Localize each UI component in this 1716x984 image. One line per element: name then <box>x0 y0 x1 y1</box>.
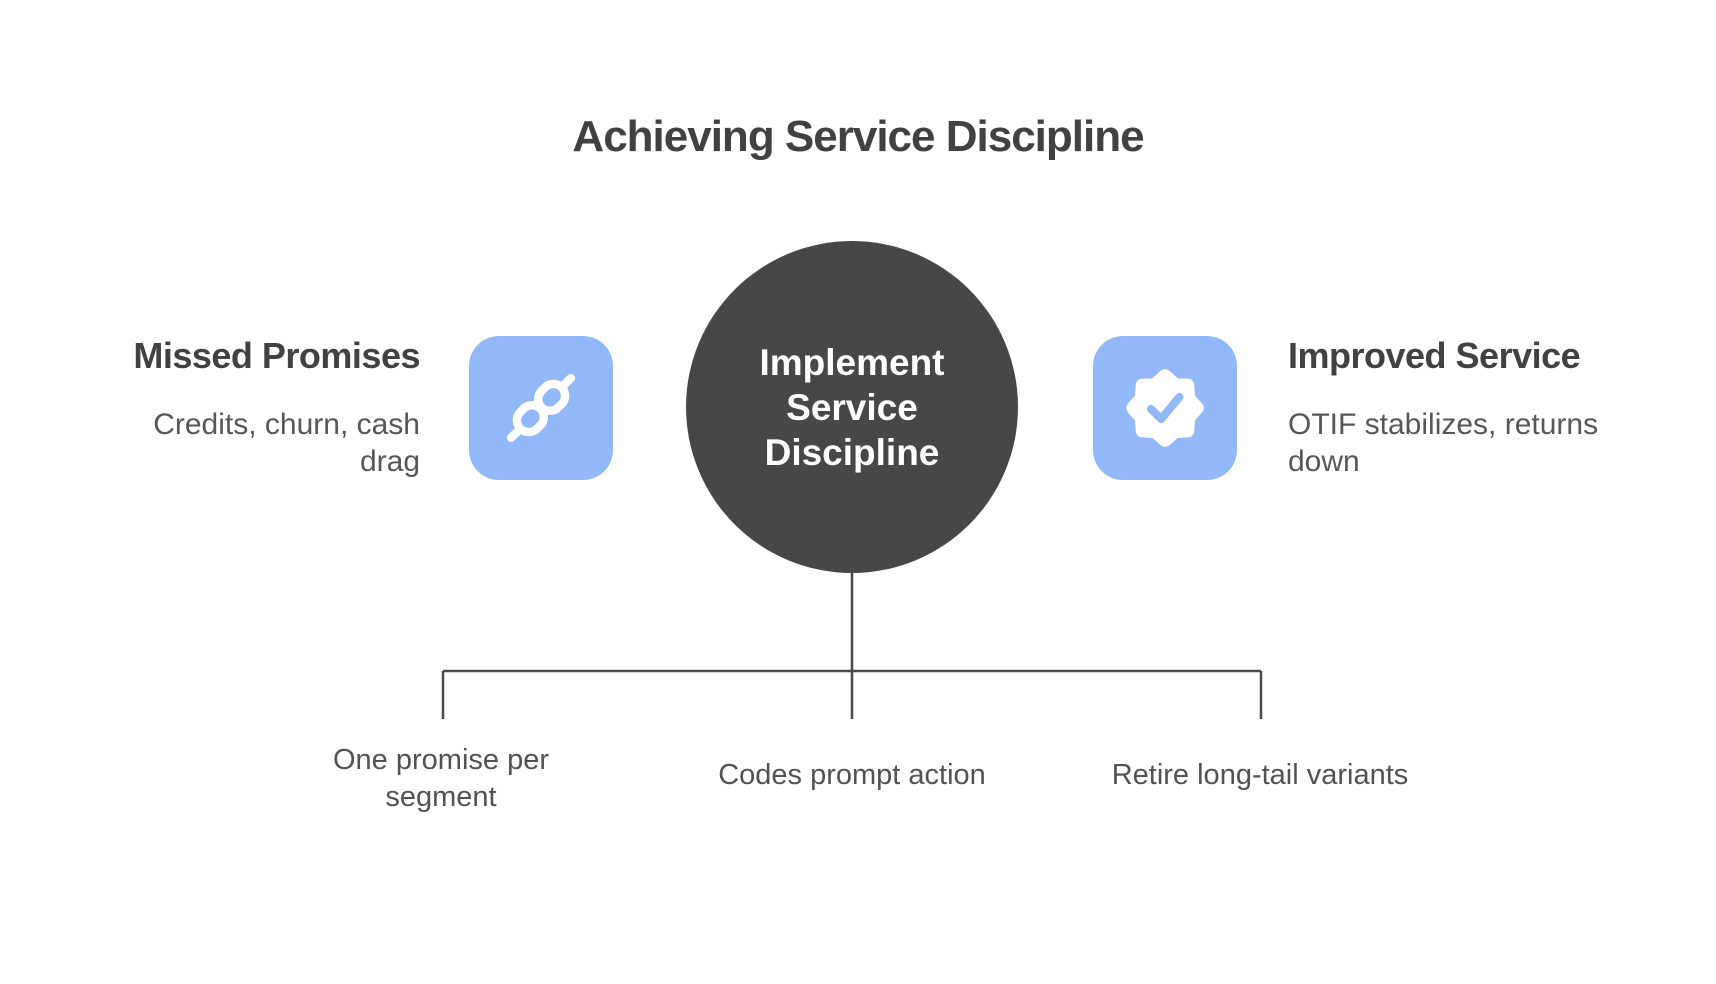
page-title: Achieving Service Discipline <box>572 112 1144 161</box>
branch-label-codes: Codes prompt action <box>718 759 986 791</box>
left-node-heading: Missed Promises <box>133 335 420 376</box>
verified-badge-glyph <box>1126 369 1204 447</box>
right-node-heading: Improved Service <box>1288 335 1581 376</box>
verified-badge-icon <box>1093 336 1237 480</box>
right-node-text: Improved Service OTIF stabilizes, return… <box>1288 336 1668 480</box>
left-node-subtitle: Credits, churn, cash drag <box>153 408 420 478</box>
right-node-subtitle: OTIF stabilizes, returns down <box>1288 408 1599 478</box>
center-node: Implement Service Discipline <box>686 241 1018 573</box>
center-node-label: Implement Service Discipline <box>759 341 945 473</box>
chain-link-glyph <box>506 373 576 443</box>
branch-label-retire: Retire long-tail variants <box>1111 759 1409 791</box>
branch-label-one-promise: One promise per segment <box>333 744 549 813</box>
chain-link-icon <box>469 336 613 480</box>
left-node-text: Missed Promises Credits, churn, cash dra… <box>60 336 420 480</box>
